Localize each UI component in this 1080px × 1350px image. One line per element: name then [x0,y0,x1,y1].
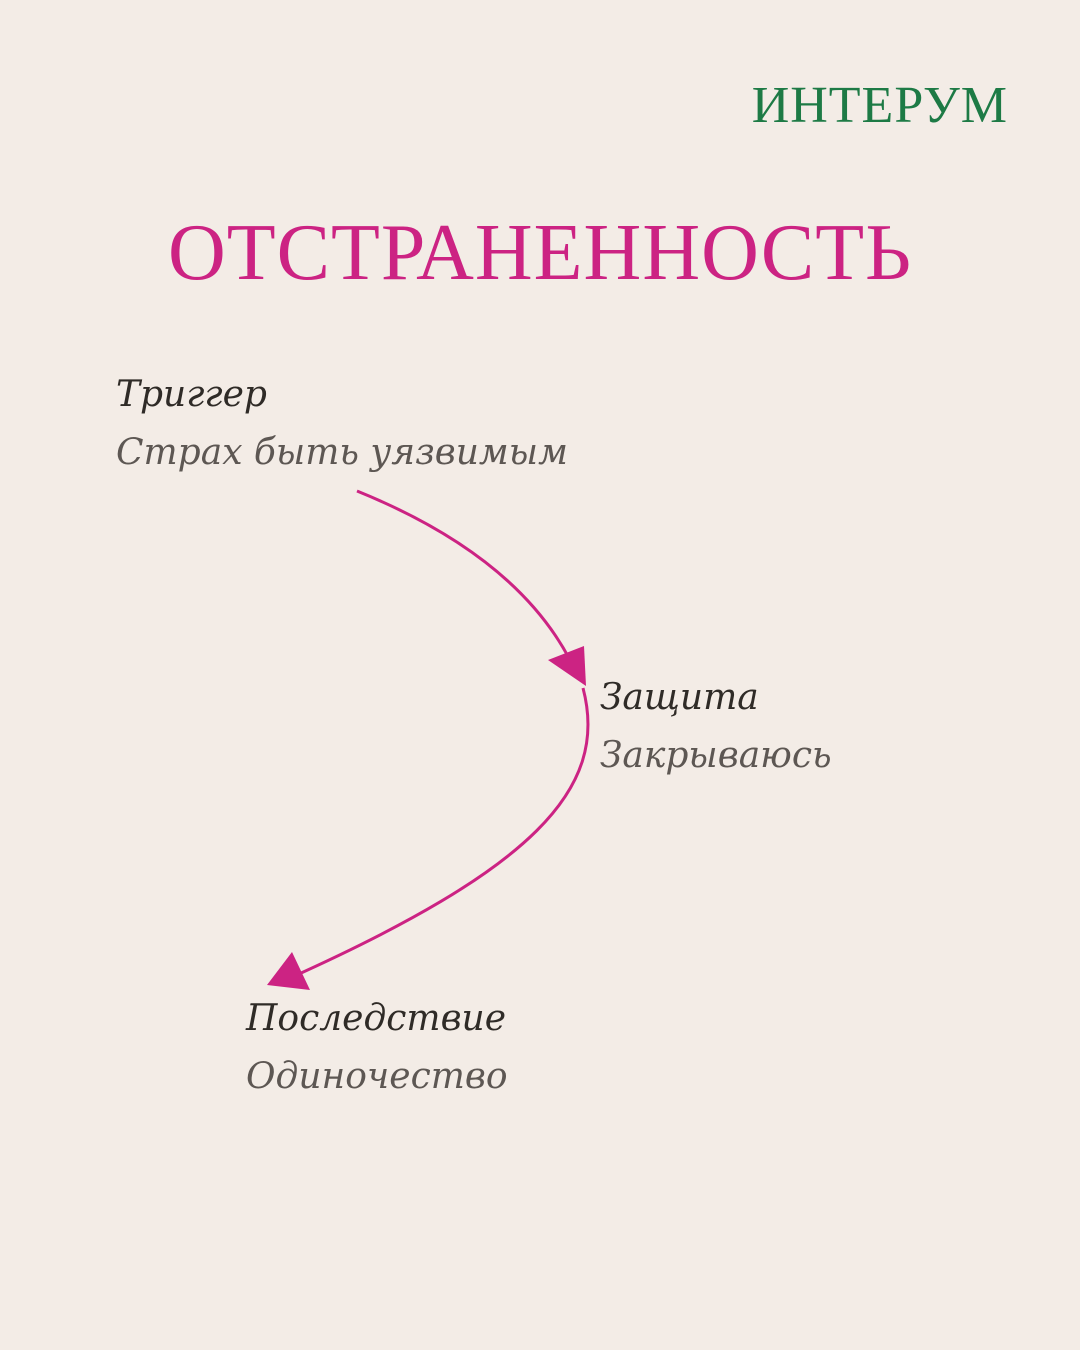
brand-logo: ИНТЕРУМ [751,77,1008,134]
page-title: ОТСТРАНЕННОСТЬ [168,209,912,297]
arrowhead-consequence [267,952,310,990]
node-defense: Защита Закрываюсь [600,675,832,779]
defense-label: Защита [600,677,759,718]
consequence-value: Одиночество [246,1056,508,1097]
node-consequence: Последствие Одиночество [246,996,508,1100]
trigger-value: Страх быть уязвимым [116,432,568,473]
arrow-defense-to-consequence [289,687,590,980]
node-trigger: Триггер Страх быть уязвимым [116,372,568,476]
defense-value: Закрываюсь [600,735,832,776]
trigger-label: Триггер [116,374,267,415]
arrow-trigger-to-defense [356,489,572,661]
consequence-label: Последствие [246,998,507,1039]
arrowhead-defense [548,646,586,686]
